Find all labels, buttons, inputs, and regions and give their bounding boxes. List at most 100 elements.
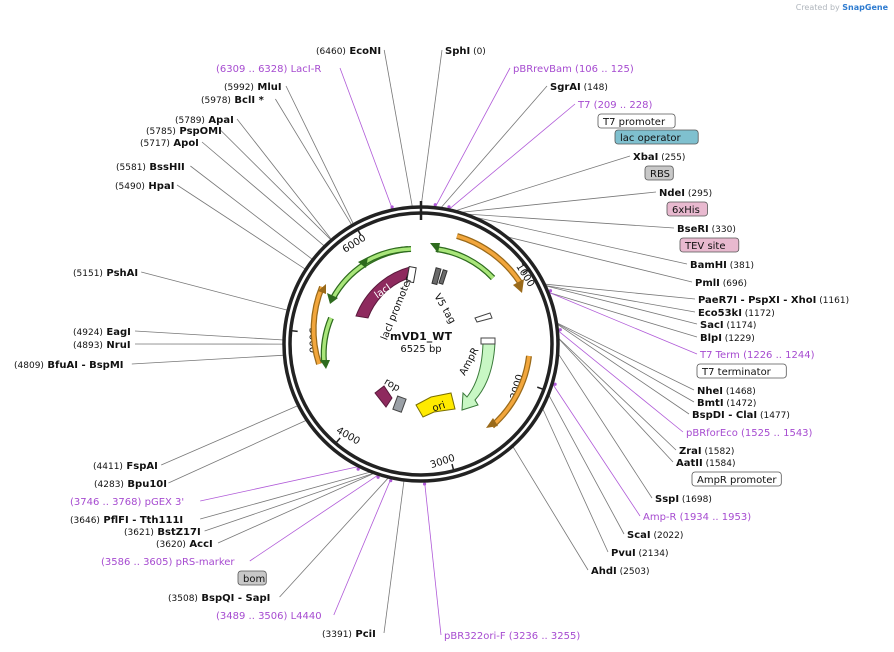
site-name: PmlI <box>695 278 720 289</box>
restriction-site-label: (4283) Bpu10I <box>94 479 167 490</box>
orf-arrow <box>490 355 531 428</box>
feature-box <box>597 113 676 129</box>
site-name: PciI <box>352 629 376 640</box>
primer-label: pBR322ori-F (3236 .. 3255) <box>444 631 580 642</box>
feature-box-label: TEV site <box>679 237 740 253</box>
site-name: BspQI <box>198 593 234 604</box>
site-name: ZraI <box>679 446 702 457</box>
site-name: AhdI <box>591 566 617 577</box>
leader-line <box>249 474 380 562</box>
site-position: (4893) <box>73 341 103 351</box>
site-position: (3621) <box>124 528 154 538</box>
primer-label: (3489 .. 3506) L4440 <box>216 611 322 622</box>
site-name: EcoNI <box>346 46 381 57</box>
site-name: ScaI <box>627 530 651 541</box>
restriction-site-label: (6460) EcoNI <box>316 46 381 57</box>
site-position: (6460) <box>316 47 346 57</box>
site-position: (1161) <box>816 296 849 306</box>
site-position: (1698) <box>679 495 712 505</box>
site-name: SgrAI <box>550 82 581 93</box>
restriction-site-label: BseRI (330) <box>677 224 736 235</box>
leader-line <box>463 213 675 229</box>
site-name: ApaI <box>205 115 234 126</box>
leader-line <box>547 291 698 355</box>
orf-arrowhead <box>513 279 524 293</box>
site-name: PaeR7I <box>698 295 737 306</box>
site-name: HpaI <box>145 181 174 192</box>
feature-label-v5-tag: V5 tag <box>431 292 457 326</box>
feature-box-text: TEV site <box>684 241 726 252</box>
site-position: (3508) <box>168 594 198 604</box>
site-name-extra: - BspMI <box>78 360 124 371</box>
site-name: FspAI <box>123 461 158 472</box>
site-name-extra: - ClaI <box>725 410 757 421</box>
site-name-extra: - PspXI - XhoI <box>737 295 816 306</box>
restriction-site-label: XbaI (255) <box>633 152 685 163</box>
site-position: (6309 .. 6328) <box>216 64 288 75</box>
orf-arrow <box>435 247 495 280</box>
site-name: BamHI <box>690 260 727 271</box>
site-name: L4440 <box>287 611 321 622</box>
site-position: (4411) <box>93 462 123 472</box>
leader-line <box>200 471 372 520</box>
plasmid-size: 6525 bp <box>400 344 441 355</box>
feature-box-label: bom <box>237 570 267 586</box>
site-position: (4924) <box>73 328 103 338</box>
leader-line <box>168 419 308 484</box>
site-name: NheI <box>697 386 723 397</box>
feature-box <box>666 201 708 217</box>
leader-line <box>190 165 314 261</box>
restriction-site-label: AatII (1584) <box>676 458 736 469</box>
ruler-tick <box>356 229 362 236</box>
site-name: MluI <box>254 82 282 93</box>
leader-line <box>557 329 684 433</box>
leader-line <box>506 236 693 283</box>
site-name: BclI * <box>231 95 265 106</box>
site-name: PvuI <box>611 548 636 559</box>
site-position: (5151) <box>73 269 103 279</box>
feature-box-text: bom <box>243 574 265 585</box>
restriction-site-label: (5789) ApaI <box>175 115 234 126</box>
feature-box <box>679 237 740 253</box>
ruler-tick <box>335 437 341 444</box>
orf-arrow <box>364 247 412 264</box>
ruler-tick <box>290 329 298 333</box>
site-name: PspOMI <box>176 126 222 137</box>
rop-feature-arrow <box>374 385 393 408</box>
site-position: (295) <box>685 189 712 199</box>
brand-watermark: Created by SnapGene <box>796 3 888 12</box>
restriction-site-label: NdeI (295) <box>659 188 712 199</box>
site-name: NdeI <box>659 188 685 199</box>
leader-line <box>134 330 285 341</box>
site-position: (5978) <box>201 96 231 106</box>
restriction-site-label: BlpI (1229) <box>700 333 755 344</box>
site-position: (3620) <box>156 540 186 550</box>
leader-line <box>470 215 688 265</box>
restriction-site-label: (4411) FspAI <box>93 461 158 472</box>
plasmid-name: mVD1_WT <box>390 330 452 343</box>
v5-tag-marker <box>438 269 448 285</box>
leader-line <box>556 322 695 391</box>
leader-line <box>557 337 674 463</box>
feature-small-arrow <box>474 312 493 323</box>
brand-prefix: Created by <box>795 3 840 12</box>
site-position: (1172) <box>742 309 775 319</box>
restriction-site-label: (3508) BspQI - SapI <box>168 593 270 604</box>
ampr-promoter-marker <box>480 337 496 345</box>
restriction-site-label: SphI (0) <box>445 46 486 57</box>
primer-label: (3586 .. 3605) pRS-marker <box>101 557 235 568</box>
site-name: AatII <box>676 458 703 469</box>
restriction-site-label: (3646) PflFI - Tth111I <box>70 515 183 526</box>
site-position: (3646) <box>70 516 100 526</box>
site-name: PflFI <box>100 515 129 526</box>
site-name: Bpu10I <box>124 479 167 490</box>
restriction-site-label: PvuI (2134) <box>611 548 668 559</box>
site-position: (1472) <box>724 399 757 409</box>
site-name: SphI <box>445 46 470 57</box>
restriction-site-label: BmtI (1472) <box>697 398 756 409</box>
site-name: EagI <box>103 327 131 338</box>
site-position: (3489 .. 3506) <box>216 611 288 622</box>
site-name: pGEX 3' <box>141 497 184 508</box>
site-name-extra: - Tth111I <box>129 515 183 526</box>
